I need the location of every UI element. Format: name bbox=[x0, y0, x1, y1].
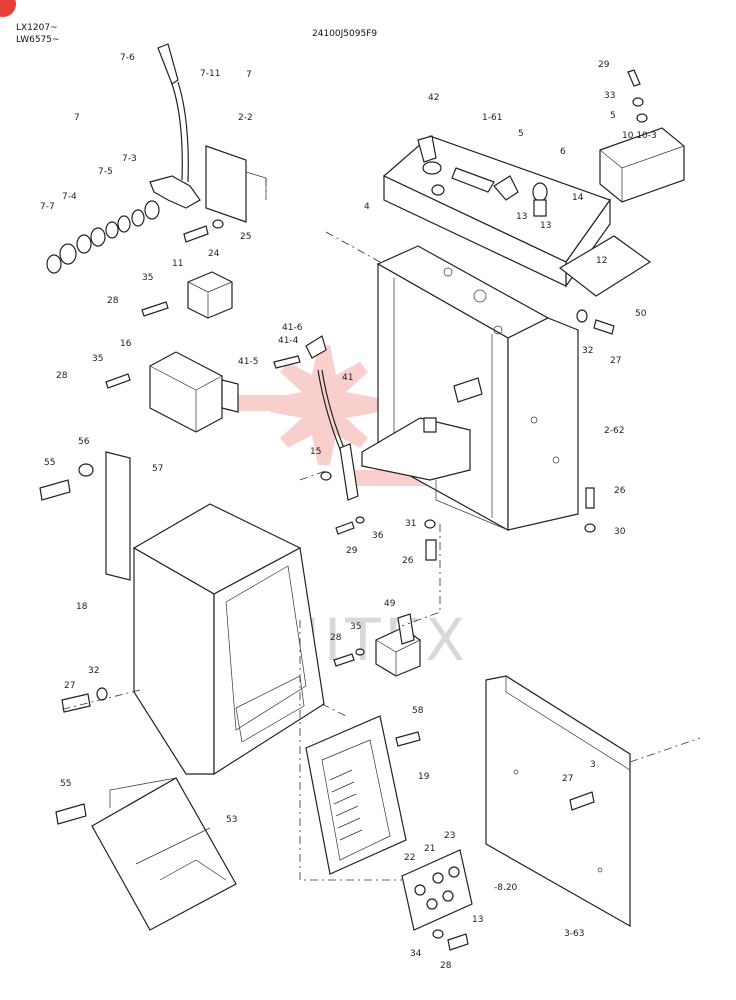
part-label: 6 bbox=[560, 147, 566, 157]
part-label: 22 bbox=[404, 853, 415, 863]
part-label: 55 bbox=[44, 458, 55, 468]
part-label: 2-2 bbox=[238, 113, 253, 123]
part-label: 31 bbox=[405, 519, 416, 529]
part-label: 41 bbox=[342, 373, 353, 383]
part-label: 18 bbox=[76, 602, 88, 612]
model-code-2: LW6575~ bbox=[16, 35, 60, 45]
part-label: 1-61 bbox=[482, 113, 502, 123]
part-label: 21 bbox=[424, 844, 435, 854]
part-label: 28 bbox=[440, 961, 452, 971]
part-label: 7-5 bbox=[98, 167, 113, 177]
indicator-panel-19 bbox=[305, 715, 421, 875]
part-label: 7-6 bbox=[120, 53, 135, 63]
part-label: 11 bbox=[172, 259, 183, 269]
corner-logo-icon bbox=[0, 0, 16, 17]
part-label: 28 bbox=[56, 371, 68, 381]
part-label: 10.10-3 bbox=[622, 131, 657, 141]
leader-lines bbox=[59, 178, 701, 881]
part-label: 49 bbox=[384, 599, 396, 609]
part-label: 24 bbox=[208, 249, 220, 259]
part-label: 33 bbox=[604, 91, 615, 101]
part-label: 50 bbox=[635, 309, 647, 319]
part-label: 5 bbox=[518, 129, 524, 139]
part-label: 3-63 bbox=[564, 929, 584, 939]
part-label: 57 bbox=[152, 464, 163, 474]
part-label: 2-62 bbox=[604, 426, 624, 436]
part-label: 32 bbox=[582, 346, 593, 356]
part-label: 7 bbox=[74, 113, 80, 123]
part-label: -8.20 bbox=[494, 883, 518, 893]
part-label: 27 bbox=[64, 681, 75, 691]
part-label: 3 bbox=[590, 760, 596, 770]
part-label: 27 bbox=[562, 774, 573, 784]
bracket-57 bbox=[39, 451, 131, 581]
part-label: 28 bbox=[107, 296, 119, 306]
model-code-1: LX1207~ bbox=[16, 23, 58, 33]
main-frame bbox=[361, 245, 579, 532]
part-label: 36 bbox=[372, 531, 384, 541]
part-label: 19 bbox=[418, 772, 430, 782]
drawing-number: 24100J5095F9 bbox=[312, 29, 377, 39]
part-label: 23 bbox=[444, 831, 455, 841]
relay-49 bbox=[333, 613, 421, 677]
part-label: 29 bbox=[346, 546, 358, 556]
part-label: 7-3 bbox=[122, 154, 137, 164]
part-label: 26 bbox=[402, 556, 414, 566]
control-cable-41 bbox=[273, 335, 365, 535]
console-housing-18 bbox=[61, 503, 325, 776]
part-label: 7-11 bbox=[200, 69, 220, 79]
relay-24 bbox=[141, 271, 233, 319]
part-label: 41-6 bbox=[282, 323, 303, 333]
part-label: 14 bbox=[572, 193, 584, 203]
part-label: 4 bbox=[364, 202, 370, 212]
part-label: 26 bbox=[614, 486, 626, 496]
floor-bracket-53 bbox=[55, 777, 237, 931]
part-label: 28 bbox=[330, 633, 342, 643]
part-label: 35 bbox=[142, 273, 153, 283]
part-label: 15 bbox=[310, 447, 321, 457]
part-label: 27 bbox=[610, 356, 621, 366]
part-label: 12 bbox=[596, 256, 607, 266]
part-label: 13 bbox=[472, 915, 483, 925]
part-label: 41-4 bbox=[278, 336, 299, 346]
box-16 bbox=[105, 351, 239, 433]
gear-lever-assembly bbox=[46, 43, 267, 274]
part-label: 53 bbox=[226, 815, 237, 825]
part-label: 41-5 bbox=[238, 357, 258, 367]
right-side-hardware bbox=[424, 309, 615, 561]
rear-panel-3 bbox=[485, 675, 631, 928]
part-label: 42 bbox=[428, 93, 439, 103]
part-label: 35 bbox=[350, 622, 361, 632]
part-label: 13 bbox=[516, 212, 527, 222]
part-label: 30 bbox=[614, 527, 626, 537]
part-label: 29 bbox=[598, 60, 610, 70]
top-control-panel bbox=[382, 69, 685, 297]
part-label: 56 bbox=[78, 437, 90, 447]
part-labels: 7-6 7-11 7 7 2-2 7-3 7-5 7-4 7-7 25 11 2… bbox=[40, 53, 657, 971]
part-label: 55 bbox=[60, 779, 71, 789]
part-label: 7 bbox=[246, 70, 252, 80]
part-label: 35 bbox=[92, 354, 103, 364]
part-label: 58 bbox=[412, 706, 424, 716]
switch-plate bbox=[401, 849, 473, 951]
part-label: 7-7 bbox=[40, 202, 55, 212]
part-label: 13 bbox=[540, 221, 551, 231]
part-label: 34 bbox=[410, 949, 422, 959]
part-label: 32 bbox=[88, 666, 99, 676]
part-label: 7-4 bbox=[62, 192, 77, 202]
part-label: 25 bbox=[240, 232, 251, 242]
part-label: 16 bbox=[120, 339, 132, 349]
part-label: 5 bbox=[610, 111, 616, 121]
